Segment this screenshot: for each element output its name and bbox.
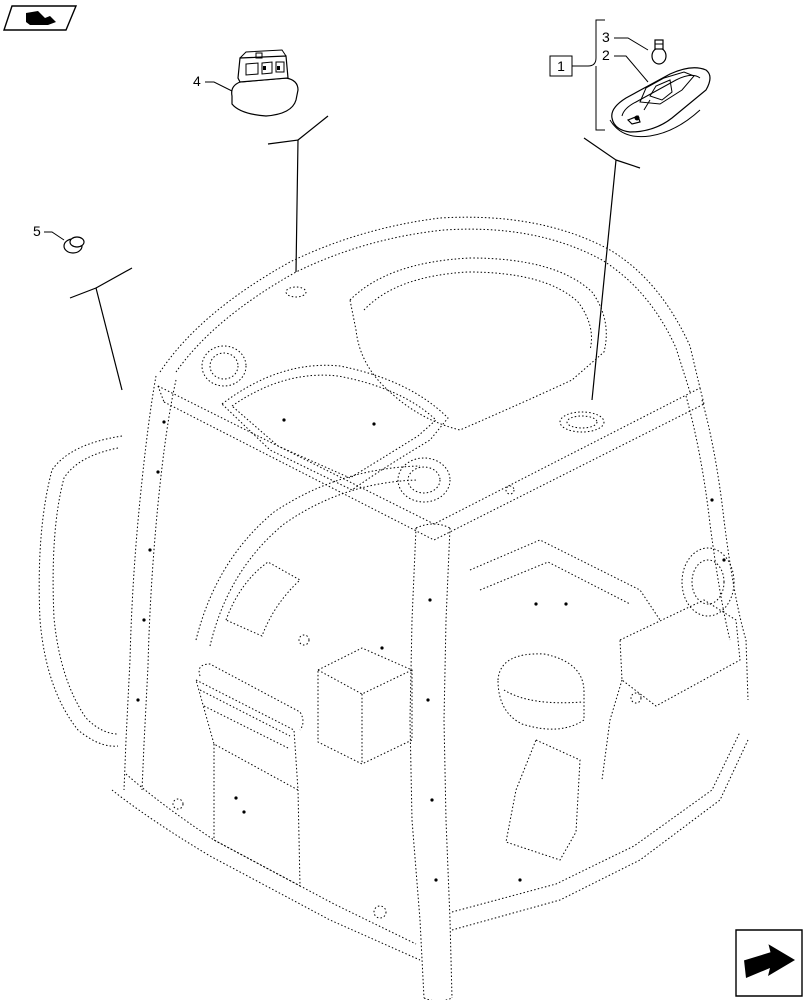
dome-lamp-assembly xyxy=(609,67,711,138)
next-page-arrow-icon[interactable] xyxy=(735,929,803,997)
callout-5: 5 xyxy=(33,223,65,241)
leader-lines xyxy=(69,115,641,401)
fastener-dots xyxy=(136,418,726,882)
callout-3-label: 3 xyxy=(602,29,610,45)
callout-2: 2 xyxy=(602,47,649,83)
book-page-icon[interactable] xyxy=(3,5,78,31)
cab-structure xyxy=(38,216,749,1000)
bulb-part xyxy=(651,39,667,65)
switch-panel-part xyxy=(231,49,299,117)
callout-2-label: 2 xyxy=(602,47,610,63)
plug-part xyxy=(63,236,85,254)
callout-1-label: 1 xyxy=(557,58,565,74)
callout-1: 1 xyxy=(549,19,605,131)
callout-5-label: 5 xyxy=(33,223,41,239)
callout-4: 4 xyxy=(193,73,235,93)
callout-4-label: 4 xyxy=(193,73,201,89)
callout-3: 3 xyxy=(602,29,649,51)
